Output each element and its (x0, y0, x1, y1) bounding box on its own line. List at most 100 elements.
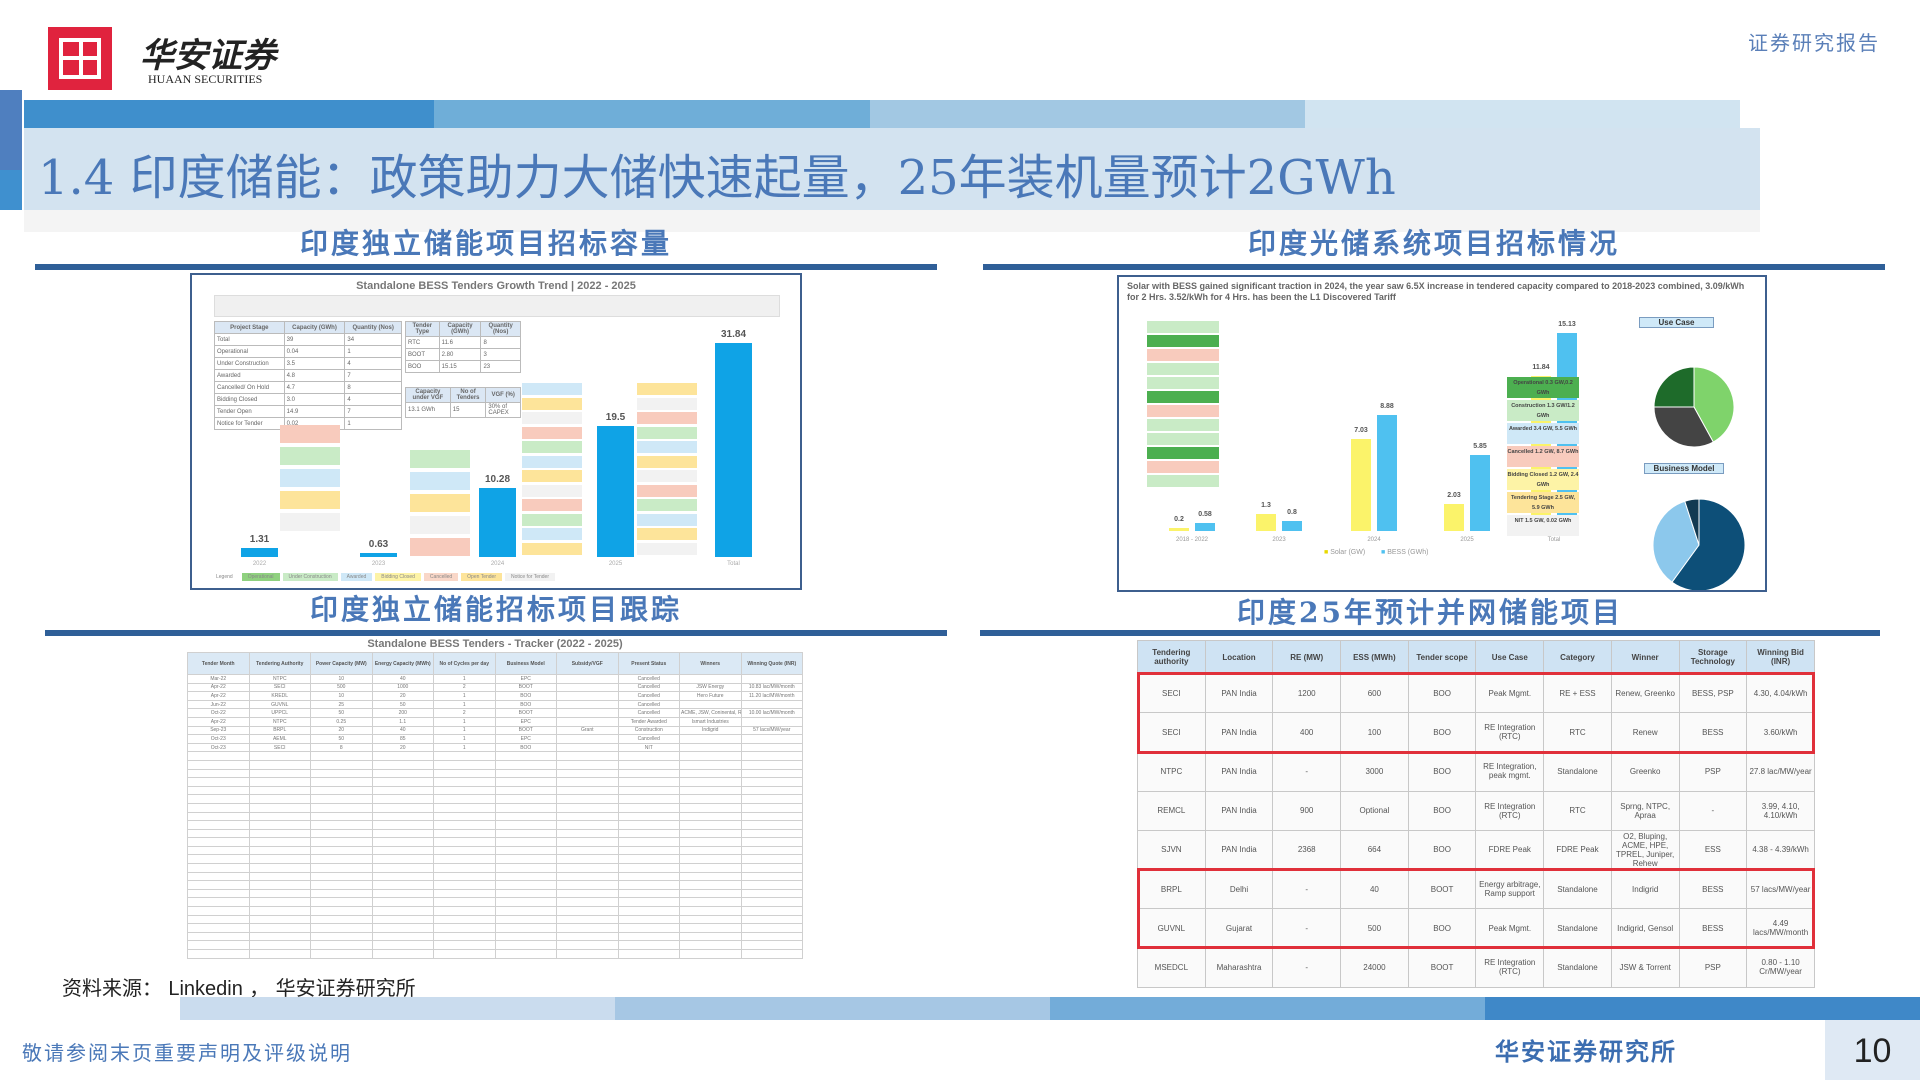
cell: 1 (433, 716, 496, 727)
cell (310, 888, 373, 899)
pie-slice (1653, 406, 1714, 448)
tender-annotation-card (637, 499, 697, 511)
cell (740, 931, 803, 942)
cell (371, 906, 434, 916)
column-header: Tendering authority (1137, 640, 1206, 674)
cell (679, 923, 742, 933)
table-row (187, 940, 803, 950)
cell (494, 871, 557, 882)
cell: 1 (433, 691, 496, 701)
business-model-pie (1652, 498, 1746, 590)
region-card (1147, 391, 1219, 403)
cell (187, 802, 250, 813)
cell (556, 863, 619, 873)
cell (310, 863, 373, 873)
cell (433, 923, 496, 933)
bar-2023 (360, 552, 397, 557)
cell: 27.8 lac/MW/year (1746, 751, 1815, 792)
cell (371, 923, 434, 933)
cell (433, 777, 496, 787)
column-header: Use Case (1475, 640, 1545, 674)
table-row (187, 871, 803, 882)
cell (740, 699, 803, 710)
cell (556, 897, 619, 908)
page-title: 1.4 印度储能：政策助力大储快速起量，25年装机量预计2GWh (38, 150, 1396, 206)
tender-annotation-card (637, 513, 697, 526)
cell: Standalone (1543, 908, 1612, 949)
bar-value-label: 10.28 (484, 473, 511, 485)
cell (679, 699, 742, 710)
cell (556, 940, 619, 950)
cell (371, 940, 434, 950)
status-card: Awarded 3.4 GW, 5.5 GWh (1507, 423, 1579, 444)
cell (433, 854, 496, 865)
cell (433, 794, 496, 804)
cell: BRPL (248, 725, 311, 736)
cell: JSW & Torrent (1610, 947, 1680, 988)
column-header: No of Cycles per day (433, 652, 496, 675)
cell (617, 871, 680, 882)
solar-bess-tender-chart: Solar with BESS gained significant tract… (1117, 275, 1767, 592)
cell (556, 691, 619, 701)
use-case-label: Use Case (1639, 317, 1714, 328)
cell (740, 751, 803, 761)
cell: BESS, PSP (1678, 672, 1748, 714)
cell (187, 751, 250, 761)
cell: Gujarat (1204, 908, 1274, 949)
divider (980, 630, 1880, 636)
tender-annotation-card (522, 513, 582, 526)
cell (617, 751, 680, 761)
cell (556, 759, 619, 770)
cell (740, 802, 803, 813)
cell: 600 (1340, 672, 1409, 714)
cell: 4.49 lacs/MW/month (1746, 908, 1815, 949)
cell (187, 845, 250, 856)
tender-annotation-card (637, 426, 697, 439)
bar-2022 (241, 548, 278, 557)
cell (371, 888, 434, 899)
cell (187, 794, 250, 804)
cell: 1000 (371, 682, 434, 693)
cell: 3 (480, 348, 521, 361)
cell: Cancelled/ On Hold (214, 381, 285, 394)
cell (310, 820, 373, 830)
cell (556, 768, 619, 779)
bar-value-label: 0.8 (1287, 508, 1297, 516)
column-header: Capacity under VGF (405, 387, 451, 403)
cell (187, 837, 250, 847)
legend-solar: ■ Solar (GW) (1324, 549, 1366, 556)
cell (494, 880, 557, 890)
cell (494, 940, 557, 950)
cell: Cancelled (617, 682, 680, 693)
cell: 3.5 (283, 357, 346, 370)
cell: GUVNL (248, 699, 311, 710)
cell: Apr-22 (187, 682, 250, 693)
cell (310, 871, 373, 882)
cell: EPC (494, 734, 557, 744)
cell (740, 759, 803, 770)
column-header: Subsidy/VGF (556, 652, 619, 675)
tender-annotation-card (522, 412, 582, 424)
cell: - (1272, 947, 1342, 988)
region-card (1147, 349, 1219, 361)
table-row (187, 923, 803, 933)
legend-item: Legend (210, 573, 239, 581)
cell (371, 845, 434, 856)
cell: 2 (433, 708, 496, 718)
cell (187, 768, 250, 779)
cell (248, 949, 311, 959)
column-header: Winner (1610, 640, 1680, 674)
cell (310, 940, 373, 950)
cell: 1 (344, 345, 402, 358)
cell (494, 897, 557, 908)
legend-item: Operational (241, 573, 280, 581)
cell: 20 (310, 725, 373, 736)
cell (310, 802, 373, 813)
bar-solar (1351, 439, 1371, 531)
cell (371, 931, 434, 942)
cell: BOO (494, 742, 557, 753)
